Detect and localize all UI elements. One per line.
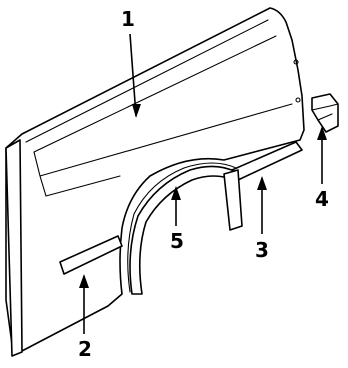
leader-1 — [129, 33, 137, 117]
corner-cap — [311, 93, 339, 133]
fastener-hole — [293, 59, 299, 65]
arrowhead-1 — [132, 104, 141, 118]
outer-side-panel — [5, 7, 305, 353]
corner-cap-edge — [311, 103, 339, 121]
wheel-opening-edge — [127, 162, 237, 293]
wheel-molding-end — [223, 169, 243, 231]
arrowhead-2 — [79, 274, 89, 288]
arrowhead-3 — [257, 176, 267, 190]
arrowhead-4 — [317, 126, 327, 140]
fastener-hole — [295, 97, 301, 103]
callout-2: 2 — [78, 337, 92, 361]
callout-4: 4 — [315, 187, 329, 211]
callout-5: 5 — [170, 229, 184, 253]
top-rail-line — [21, 11, 277, 153]
callout-3: 3 — [255, 238, 269, 262]
callout-1: 1 — [121, 7, 135, 31]
lower-front-molding — [59, 235, 123, 275]
body-crease — [33, 103, 293, 197]
arrowhead-5 — [171, 186, 181, 200]
panel-rear-flange — [5, 139, 23, 357]
